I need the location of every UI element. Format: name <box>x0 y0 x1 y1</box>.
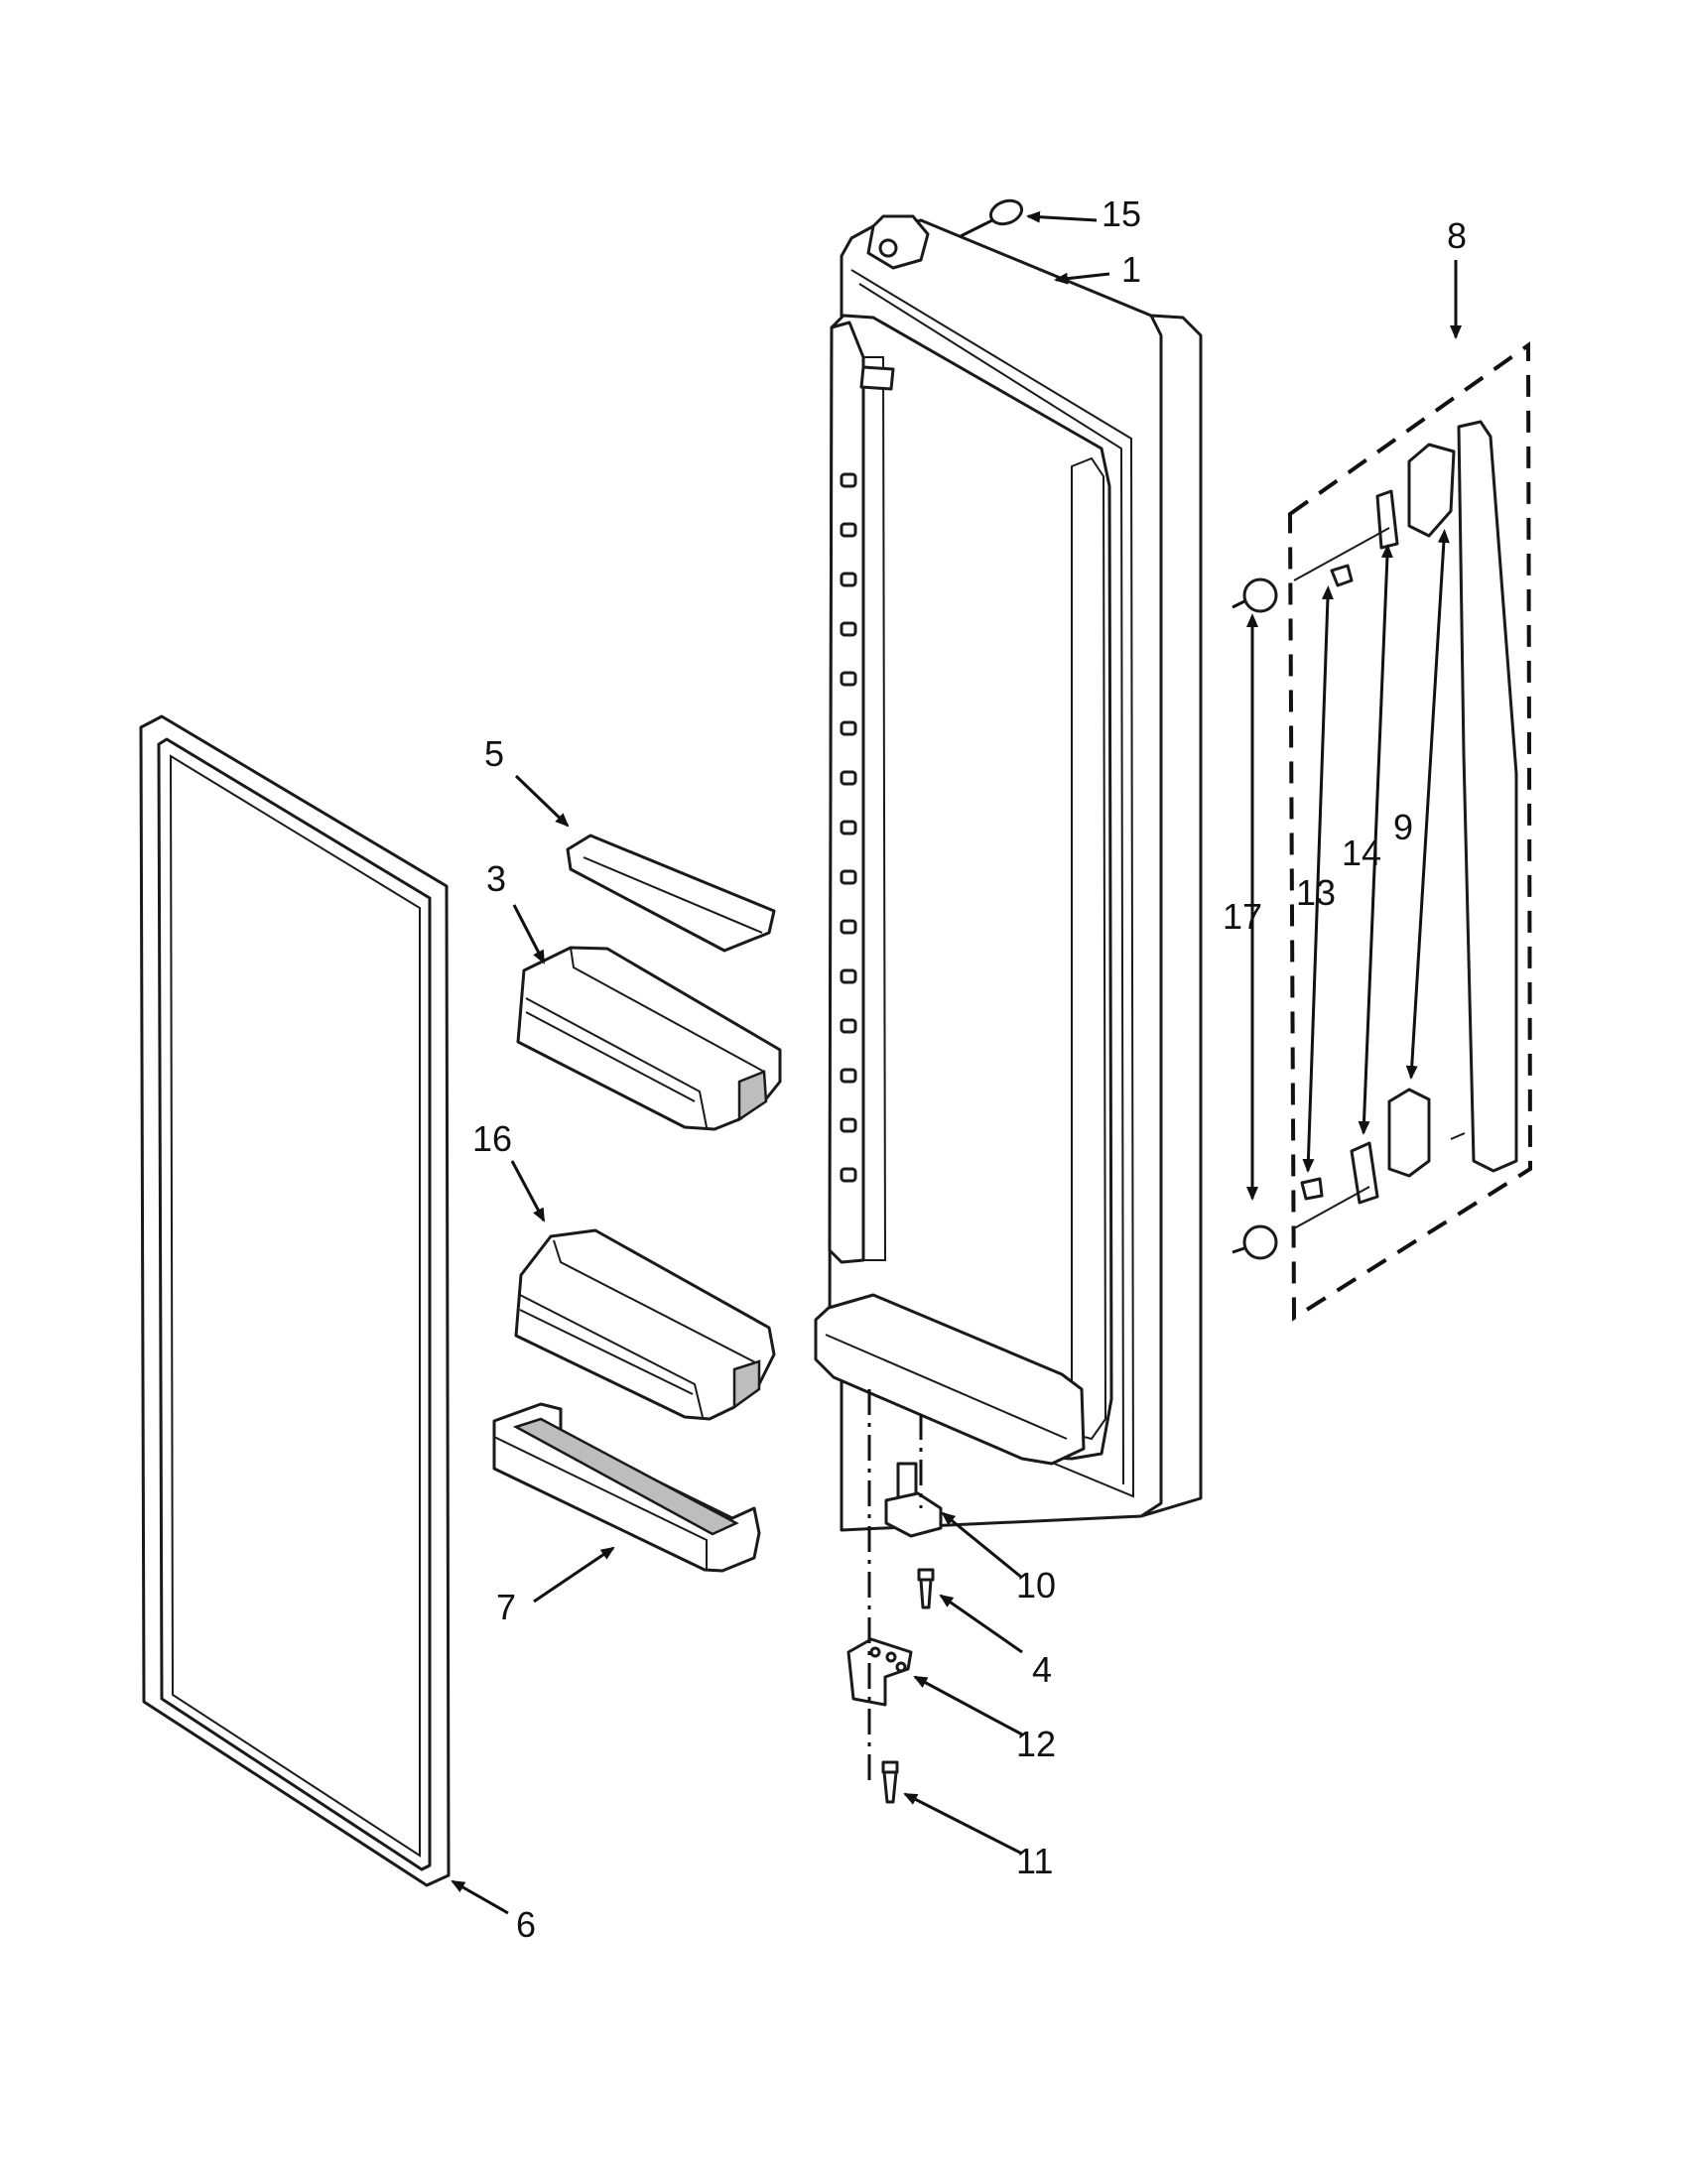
callout-7: 7 <box>496 1587 516 1627</box>
callout-13: 13 <box>1296 872 1336 913</box>
refrigerator-door-part <box>814 214 1203 1532</box>
callout-8: 8 <box>1447 215 1467 256</box>
handle-kit-boundary <box>1287 341 1533 1322</box>
door-bin-part-3 <box>516 946 782 1131</box>
door-bin-part-16 <box>514 1228 776 1421</box>
leader-arrows <box>451 210 1462 1915</box>
callout-14: 14 <box>1342 833 1381 873</box>
callout-15: 15 <box>1102 193 1141 234</box>
handle-kit-part-8 <box>1232 341 1533 1322</box>
callout-10: 10 <box>1016 1565 1056 1606</box>
callout-6: 6 <box>516 1904 536 1945</box>
shelf-part-5 <box>566 834 776 953</box>
callout-4: 4 <box>1032 1649 1052 1690</box>
door-rail-part-7 <box>492 1402 761 1573</box>
callout-3: 3 <box>486 858 506 899</box>
hinge-bracket-part-12 <box>846 1637 913 1707</box>
bin-support-ridges <box>840 472 857 1183</box>
hinge-pin-part-10 <box>884 1462 943 1538</box>
callout-17: 17 <box>1223 896 1262 937</box>
callout-5: 5 <box>484 733 504 774</box>
handle-part-9 <box>1457 420 1518 1173</box>
callout-11: 11 <box>1016 1841 1053 1881</box>
cap-part-15 <box>960 198 1023 238</box>
callout-1: 1 <box>1121 249 1141 290</box>
callout-12: 12 <box>1016 1724 1056 1764</box>
door-gasket-part <box>139 714 451 1887</box>
callout-16: 16 <box>472 1118 512 1159</box>
callout-labels: 1 15 8 17 13 14 9 5 3 16 7 10 4 12 11 6 <box>472 193 1467 1945</box>
callout-9: 9 <box>1393 807 1413 847</box>
screw-part-11 <box>881 1760 899 1804</box>
screw-part-4 <box>917 1568 935 1609</box>
